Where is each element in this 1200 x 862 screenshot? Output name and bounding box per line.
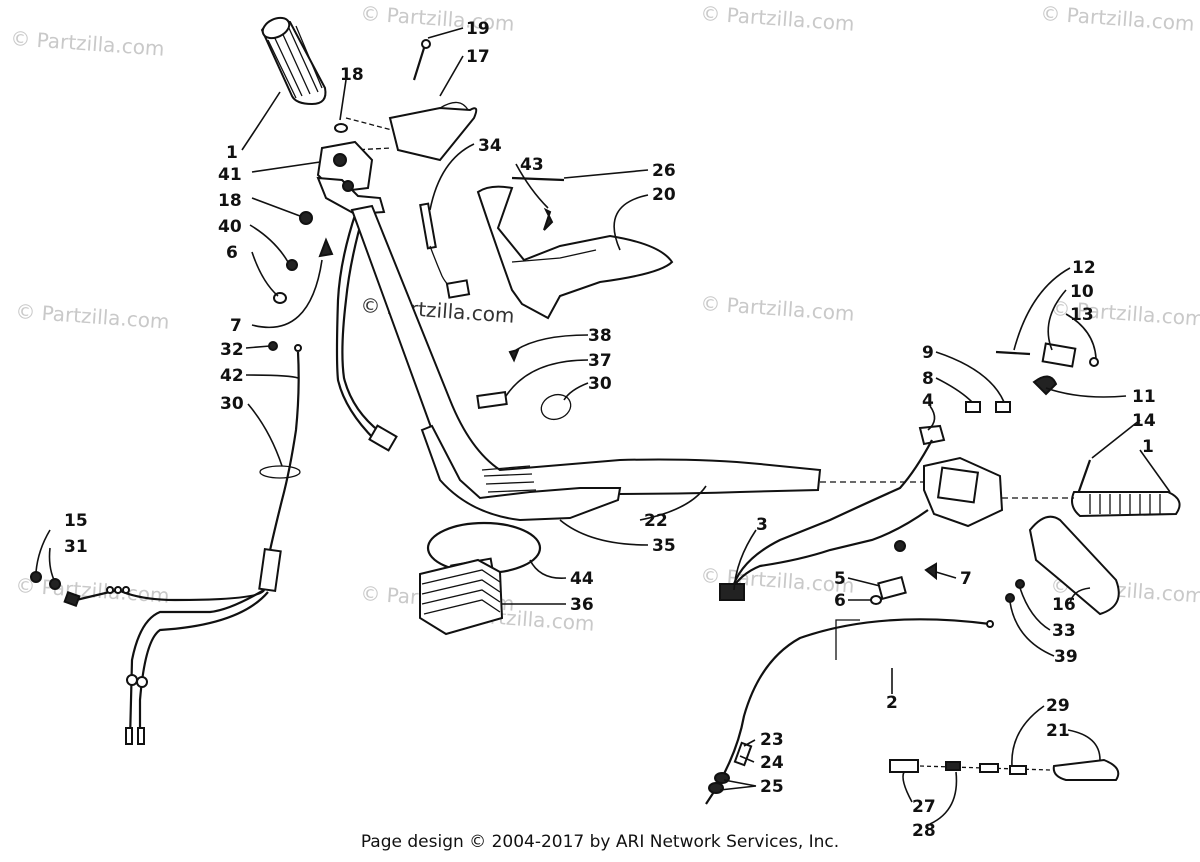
watermark: © Partzilla.com [700,1,856,36]
callout-22: 22 [644,511,668,531]
callout-30: 30 [220,394,244,414]
callout-17: 17 [466,47,490,67]
callout-37: 37 [588,351,612,371]
callout-26: 26 [652,161,676,181]
callout-44: 44 [570,569,594,589]
callout-38: 38 [588,326,612,346]
callout-6: 6 [834,591,846,611]
callout-14: 14 [1132,411,1156,431]
callout-29: 29 [1046,696,1070,716]
callout-18: 18 [340,65,364,85]
left-grip [260,16,327,106]
callout-36: 36 [570,595,594,615]
callout-34: 34 [478,136,502,156]
leader-lines [35,27,1171,825]
callout-25: 25 [760,777,784,797]
callout-3: 3 [756,515,768,535]
watermark: © Partzilla.com [360,1,516,36]
callout-23: 23 [760,730,784,750]
callout-27: 27 [912,797,936,817]
callout-7: 7 [960,569,972,589]
callout-19: 19 [466,19,490,39]
callout-13: 13 [1070,305,1094,325]
callout-42: 42 [220,366,244,386]
callout-30: 30 [588,374,612,394]
watermark: © Partzilla.com [10,26,166,61]
callout-18: 18 [218,191,242,211]
watermark: © Partzilla.com [15,299,171,334]
watermark: © Partzilla.com [700,291,856,326]
callout-33: 33 [1052,621,1076,641]
callout-40: 40 [218,217,242,237]
callout-2: 2 [886,693,898,713]
callout-10: 10 [1070,282,1094,302]
callout-35: 35 [652,536,676,556]
watermark: © Partzilla.com [1040,1,1196,36]
callout-9: 9 [922,343,934,363]
callout-6: 6 [226,243,238,263]
callout-21: 21 [1046,721,1070,741]
callout-4: 4 [922,391,934,411]
callout-24: 24 [760,753,784,773]
callout-1: 1 [226,143,238,163]
center-watermark: © Partzilla.com [360,293,516,328]
callout-39: 39 [1054,647,1078,667]
callout-labels: 19 17 18 1 41 18 40 6 7 34 43 26 20 32 4… [64,19,1156,841]
callout-31: 31 [64,537,88,557]
parts-artwork [30,16,1181,805]
callout-43: 43 [520,155,544,175]
callout-8: 8 [922,369,934,389]
callout-15: 15 [64,511,88,531]
callout-5: 5 [834,569,846,589]
callout-16: 16 [1052,595,1076,615]
callout-20: 20 [652,185,676,205]
callout-7: 7 [230,316,242,336]
callout-28: 28 [912,821,936,841]
callout-11: 11 [1132,387,1156,407]
callout-12: 12 [1072,258,1096,278]
callout-41: 41 [218,165,242,185]
callout-32: 32 [220,340,244,360]
callout-1: 1 [1142,437,1154,457]
copyright-footer: Page design © 2004-2017 by ARI Network S… [360,832,840,852]
